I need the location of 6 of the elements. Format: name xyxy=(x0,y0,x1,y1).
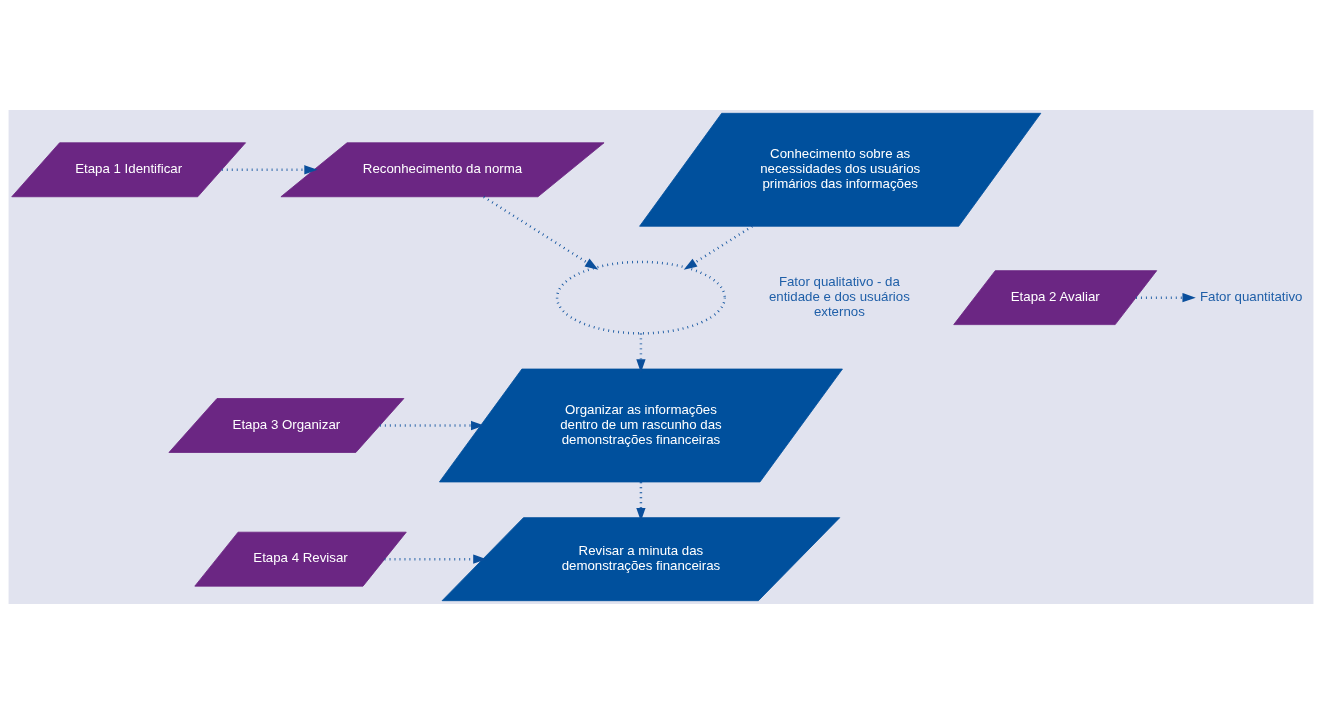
arrow xyxy=(483,195,599,270)
arrow xyxy=(683,224,753,270)
node-text: Fator quantitativo xyxy=(1199,288,1303,304)
label: Fator qualitativo - da entidade e dos usuários externos xyxy=(768,273,910,319)
arrow xyxy=(636,481,646,521)
arrow xyxy=(1135,292,1196,302)
